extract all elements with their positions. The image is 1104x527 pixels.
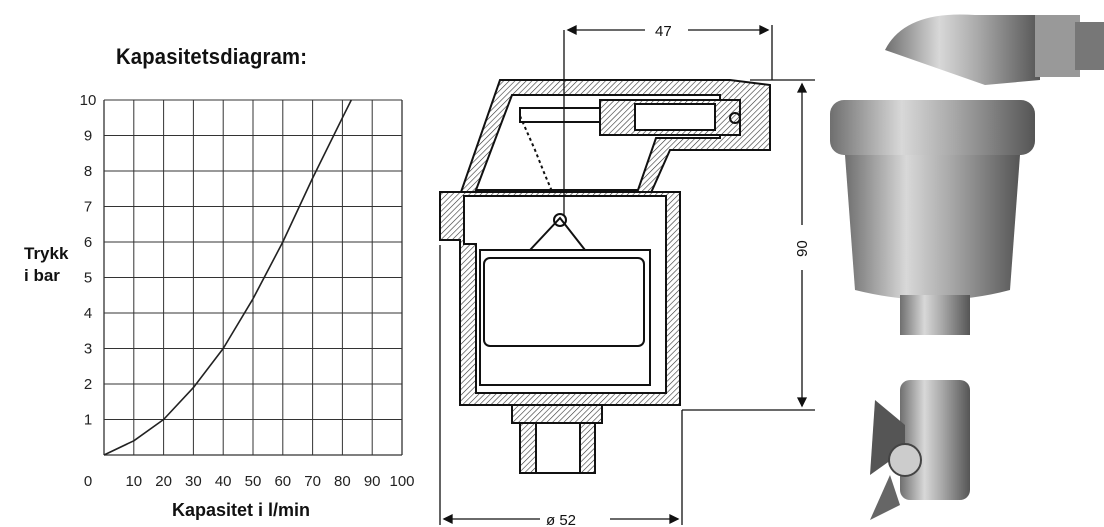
dimension-diameter: ø 52	[546, 512, 576, 527]
y-tick-label: 6	[84, 234, 92, 251]
x-tick-label: 50	[245, 473, 262, 490]
x-tick-label: 20	[155, 473, 172, 490]
chart-grid	[103, 99, 403, 456]
chart-tick-labels: 0 10 20 30 40 50 60 70 80 90 100 1 2 3 4 5 6 7 8 9 10	[80, 92, 415, 490]
y-tick-label: 2	[84, 376, 92, 393]
y-axis-label-line-2: i bar	[24, 266, 60, 285]
x-tick-label: 70	[304, 473, 321, 490]
dimension-height: 90	[794, 240, 811, 257]
chart-title: Kapasitetsdiagram:	[116, 44, 308, 69]
x-tick-label: 100	[389, 473, 414, 490]
y-axis-label: Trykk i bar	[24, 243, 68, 287]
y-tick-label: 3	[84, 341, 92, 358]
y-tick-label: 5	[84, 270, 92, 287]
x-tick-label: 0	[84, 473, 92, 490]
air-vent-photo	[830, 14, 1104, 335]
y-axis-label-line-1: Trykk	[24, 244, 69, 263]
chart-series	[103, 99, 353, 456]
series-line	[103, 99, 353, 456]
x-tick-label: 90	[364, 473, 381, 490]
x-tick-label: 10	[125, 473, 142, 490]
x-tick-label: 80	[334, 473, 351, 490]
y-tick-label: 9	[84, 128, 92, 145]
drawing-housing	[439, 79, 771, 474]
y-tick-label: 1	[84, 412, 92, 429]
y-tick-label: 8	[84, 163, 92, 180]
x-axis-label: Kapasitet i l/min	[172, 500, 311, 520]
x-tick-label: 60	[274, 473, 291, 490]
air-vent-section-drawing: 47 90 ø 52	[439, 23, 815, 527]
x-tick-label: 40	[215, 473, 232, 490]
y-tick-label: 7	[84, 199, 92, 216]
isolating-valve-photo	[870, 380, 970, 520]
y-tick-label: 10	[80, 92, 97, 109]
dimension-width-top: 47	[655, 23, 672, 40]
y-tick-label: 4	[84, 305, 92, 322]
dimension-lines	[439, 24, 815, 525]
capacity-chart: 0 10 20 30 40 50 60 70 80 90 100 1 2 3 4 5 6 7 8 9 10	[80, 92, 415, 490]
x-tick-label: 30	[185, 473, 202, 490]
